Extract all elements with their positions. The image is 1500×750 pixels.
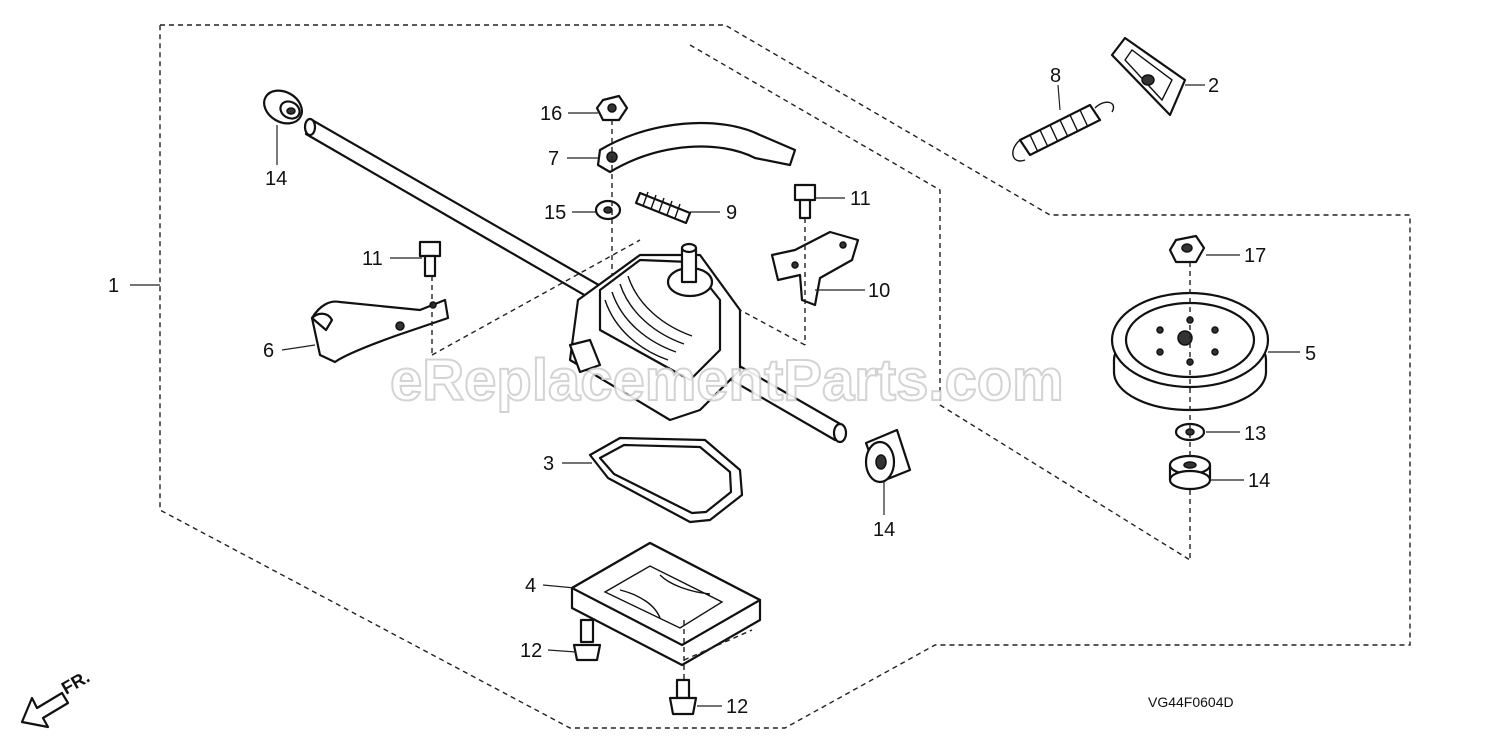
callout-2: 2 [1208, 75, 1219, 97]
cover-plate [570, 541, 762, 667]
callout-5: 5 [1305, 343, 1316, 365]
bolt-bracket [793, 183, 817, 220]
callout-14-right: 14 [1248, 470, 1270, 492]
bolt-shift-arm [418, 240, 442, 278]
callout-1: 1 [108, 275, 119, 297]
callout-7: 7 [548, 148, 559, 170]
callout-6: 6 [263, 340, 274, 362]
large-spring [1012, 101, 1115, 162]
callout-9: 9 [726, 202, 737, 224]
callout-12-left: 12 [520, 640, 542, 662]
callout-3: 3 [543, 453, 554, 475]
shift-arm [310, 298, 450, 364]
bearing-top-left [263, 89, 303, 125]
collar [594, 199, 622, 221]
front-direction-arrow-icon [20, 691, 70, 729]
tension-arm [596, 121, 797, 174]
callout-14-top-left: 14 [265, 168, 287, 190]
gasket [588, 436, 744, 524]
callout-11-right: 11 [850, 188, 871, 210]
watermark: eReplacementParts.com [390, 348, 1064, 413]
bolt-cover-bottom [668, 678, 698, 716]
bearing-shaft-end [864, 428, 912, 484]
callout-11-left: 11 [362, 248, 383, 270]
callout-14-center: 14 [873, 519, 895, 541]
leader-lines [130, 84, 1300, 707]
callout-10: 10 [868, 280, 890, 302]
callout-15: 15 [544, 202, 566, 224]
callout-17: 17 [1244, 245, 1266, 267]
callout-13: 13 [1244, 423, 1266, 445]
callout-4: 4 [525, 575, 536, 597]
bearing-pulley [1168, 454, 1212, 491]
pulley [1110, 291, 1270, 412]
gear-case [568, 242, 742, 422]
diagram-code: VG44F0604D [1148, 694, 1234, 710]
small-spring [634, 191, 692, 225]
nut-top [595, 94, 629, 122]
spring-holder [1110, 36, 1187, 117]
callout-8: 8 [1050, 65, 1061, 87]
bracket [770, 230, 860, 307]
bolt-cover-left [572, 618, 602, 662]
assembly-outline [159, 24, 1411, 729]
pulley-nut [1168, 234, 1206, 264]
callout-16: 16 [540, 103, 562, 125]
callout-12-bottom: 12 [726, 696, 748, 718]
